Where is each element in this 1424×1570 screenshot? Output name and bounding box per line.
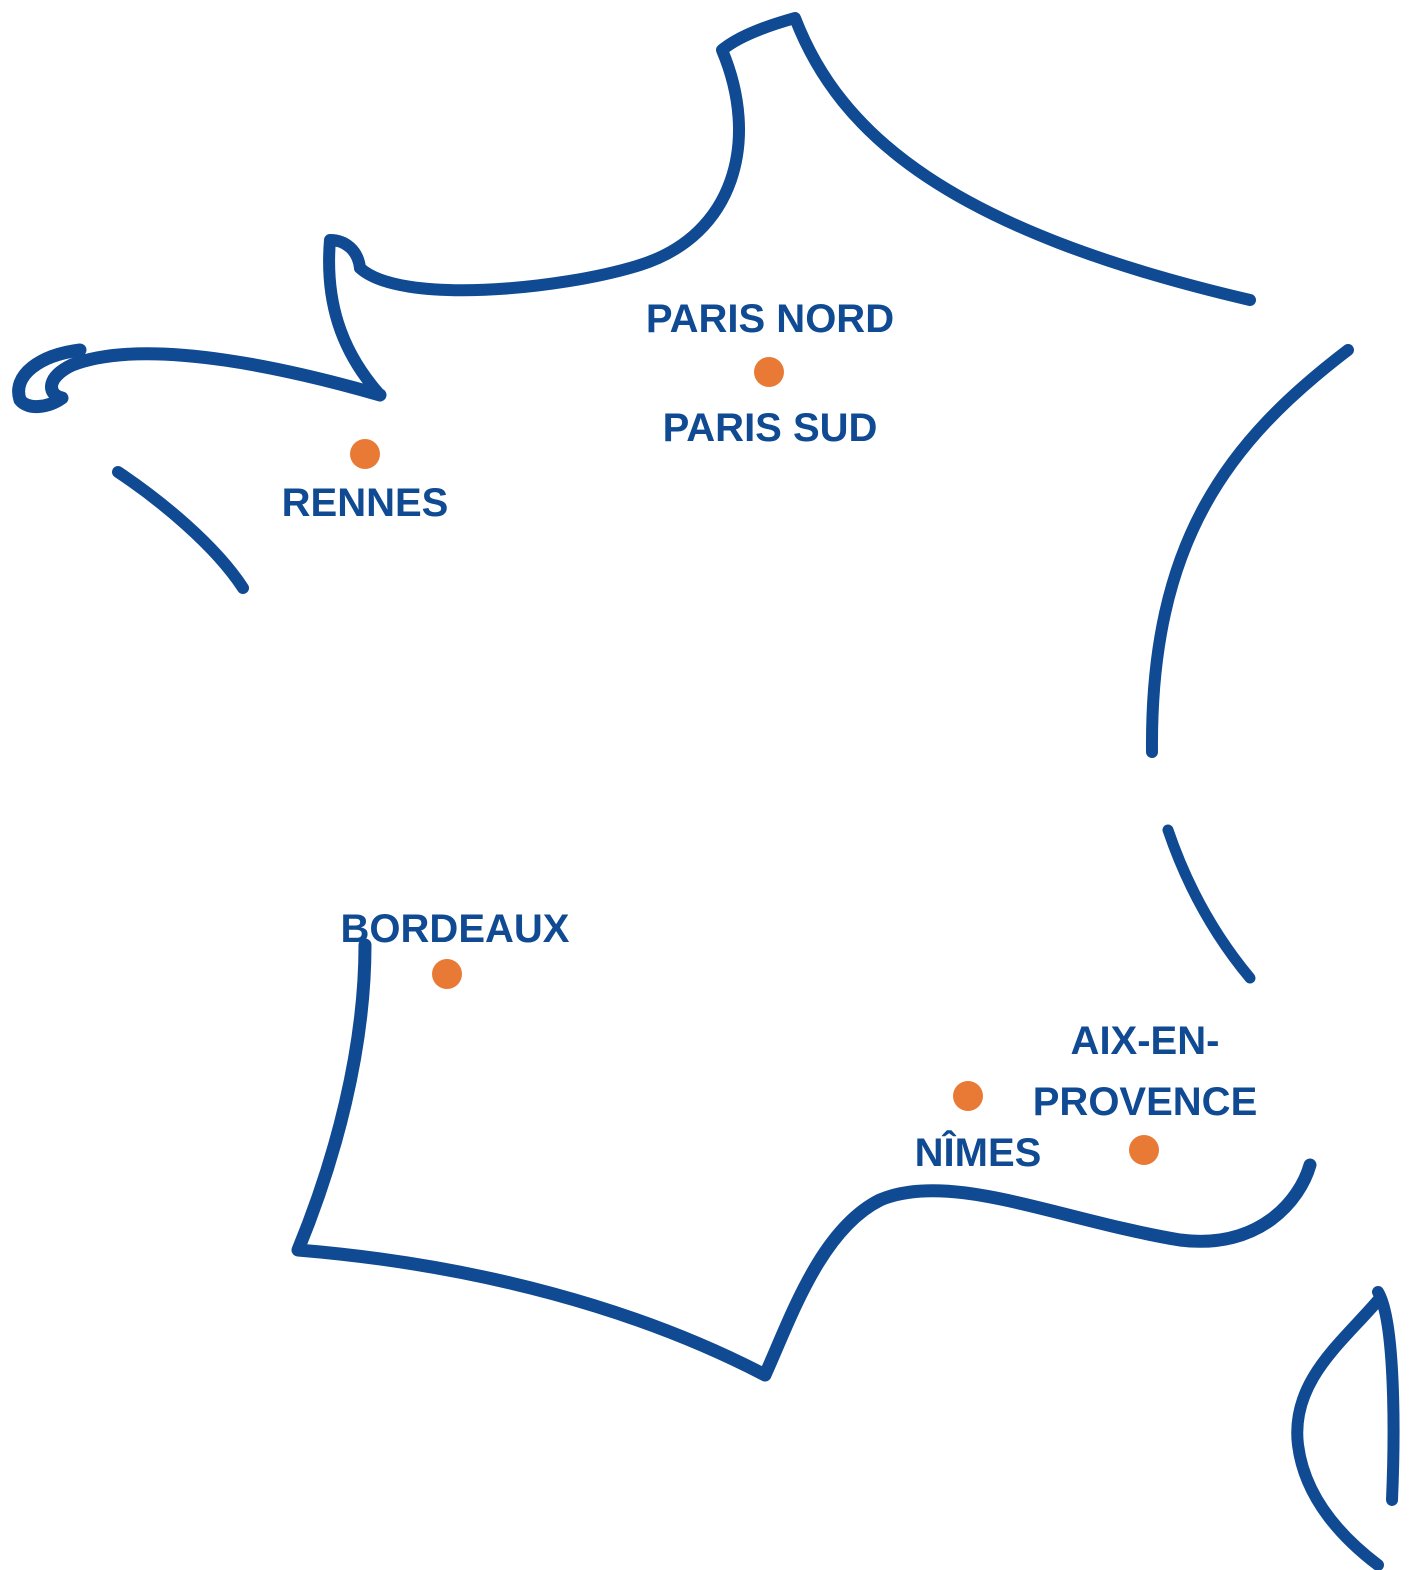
coastline-south [291,938,1317,1382]
city-label-bordeaux: BORDEAUX [340,907,570,951]
city-label-aix-en-provence-line2: PROVENCE [1032,1080,1258,1124]
city-label-rennes: RENNES [281,481,449,525]
border-alps [1162,824,1256,984]
coastline-brittany-north [12,343,387,413]
coastline-north [354,12,1256,306]
city-marker-aix-en-provence [1129,1135,1159,1165]
city-marker-bordeaux [432,959,462,989]
city-marker-nimes [953,1081,983,1111]
corsica-outline [1291,1286,1400,1570]
city-label-aix-en-provence-line1: AIX-EN- [1070,1019,1220,1063]
coastline-brittany-south [112,466,249,594]
coastline-cotentin [323,234,386,401]
border-east [1145,344,1354,758]
city-label-paris-nord: PARIS NORD [645,297,895,341]
city-label-paris-sud: PARIS SUD [662,406,878,450]
city-label-nimes: NÎMES [914,1131,1042,1175]
city-marker-rennes [350,439,380,469]
city-marker-paris [754,357,784,387]
